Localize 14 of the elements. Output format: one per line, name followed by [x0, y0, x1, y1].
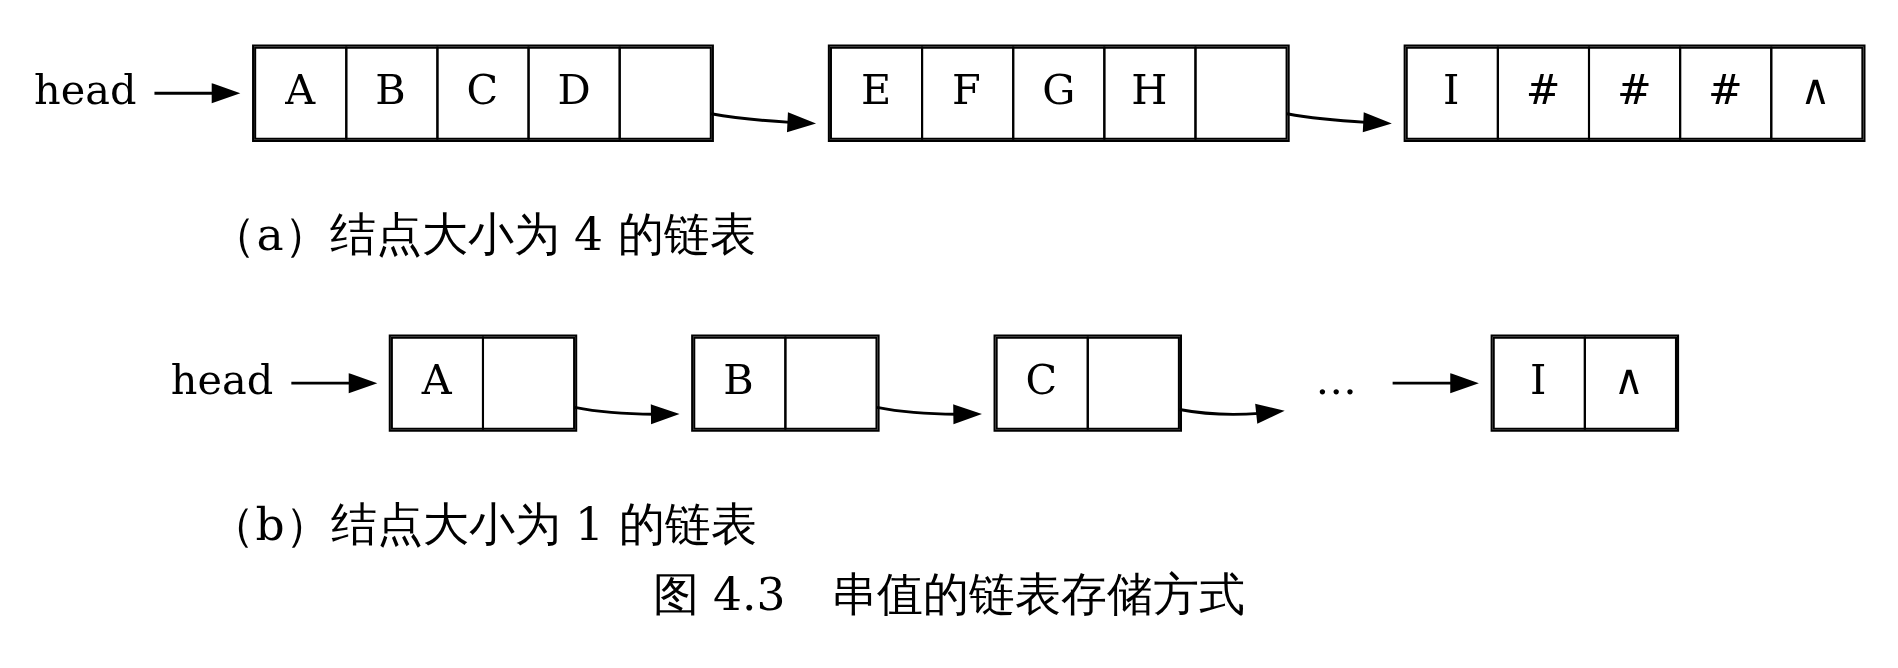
arrow: [1392, 372, 1479, 393]
node-text: …: [1315, 355, 1358, 404]
caption: 图 4.3 串值的链表存储方式: [652, 567, 1246, 621]
arrow: [291, 372, 378, 393]
label: （b）结点大小为 1 的链表: [209, 497, 757, 551]
arrow: [1179, 403, 1285, 424]
node-text: head: [34, 65, 137, 114]
node-text: head: [170, 355, 274, 404]
arrow: [710, 111, 817, 132]
arrow: [1286, 111, 1392, 132]
arrow: [876, 403, 982, 424]
arrow: [574, 403, 680, 424]
label: （a）结点大小为 4 的链表: [210, 207, 756, 261]
arrow: [154, 82, 241, 103]
